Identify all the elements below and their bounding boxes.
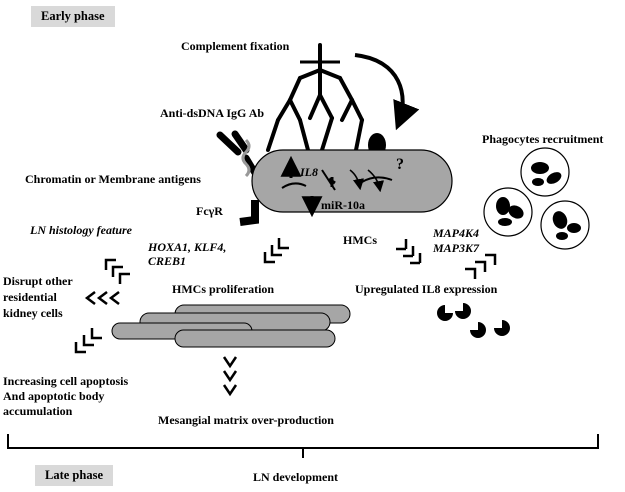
phagocyte-2: [483, 187, 533, 237]
mir10a-label: miR-10a: [321, 198, 365, 212]
disrupt-label-line2: residential: [3, 290, 57, 304]
fcgr-label: FcγR: [196, 204, 223, 218]
ln-histology-label: LN histology feature: [30, 223, 132, 237]
ln-development-bracket: [7, 434, 599, 458]
apoptosis-label-line3: accumulation: [3, 404, 73, 418]
genes-left-line2: CREB1: [148, 254, 187, 268]
phagocyte-3: [540, 200, 590, 250]
chevrons-bottom-left: [74, 328, 102, 354]
il8-gene-label: IL8: [300, 165, 318, 179]
chromatin-strand: [241, 138, 251, 178]
question-mark: ?: [396, 156, 404, 173]
ln-development-label: LN development: [253, 470, 338, 484]
chevrons-down: [222, 356, 238, 397]
il8-molecules: [437, 303, 510, 338]
genes-right-line1: MAP4K4: [433, 226, 480, 240]
phagocyte-1: [520, 147, 570, 197]
chevrons-up-right: [465, 253, 497, 279]
fcgr-receptor: [239, 200, 259, 226]
chevrons-down-left: [263, 238, 289, 264]
chevrons-up-left: [104, 258, 130, 284]
hmcs-proliferation-label: HMCs proliferation: [172, 282, 275, 296]
mesangial-label: Mesangial matrix over-production: [158, 413, 334, 427]
upregulated-il8-label: Upregulated IL8 expression: [355, 282, 498, 296]
target-mrna: [361, 176, 393, 183]
apoptosis-label-line2: And apoptotic body: [3, 389, 105, 403]
signal-arrow-1: [349, 169, 365, 191]
signal-arrow-2: [367, 169, 385, 193]
complement-fixation-label: Complement fixation: [181, 39, 290, 53]
early-phase-badge: Early phase: [31, 6, 115, 27]
phagocytes-label: Phagocytes recruitment: [482, 132, 604, 146]
disrupt-label-line1: Disrupt other: [3, 274, 73, 288]
genes-left-line1: HOXA1, KLF4,: [148, 240, 227, 254]
anti-dsdna-label: Anti-dsDNA IgG Ab: [160, 106, 265, 120]
apoptosis-label-line1: Increasing cell apoptosis: [3, 374, 129, 388]
genes-right-line2: MAP3K7: [433, 241, 480, 255]
disrupt-label-line3: kidney cells: [3, 306, 63, 320]
complement-complex: [266, 43, 364, 152]
proliferating-cells: [111, 304, 351, 348]
late-phase-badge: Late phase: [35, 465, 113, 486]
chromatin-label: Chromatin or Membrane antigens: [25, 172, 201, 186]
il8-mrna: [281, 182, 307, 189]
chevrons-left: [84, 291, 120, 305]
anti-dsdna-antibody: [216, 130, 262, 182]
chevrons-down-right: [396, 239, 422, 265]
hmcs-label: HMCs: [343, 233, 377, 247]
curved-arrow: [354, 53, 420, 131]
